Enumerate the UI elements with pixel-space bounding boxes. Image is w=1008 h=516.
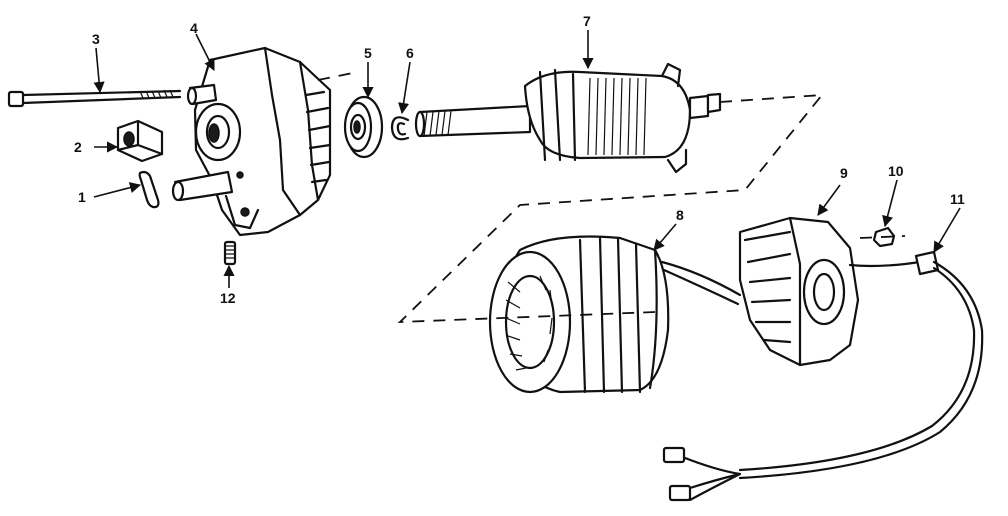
callout-11: 11 xyxy=(950,191,965,207)
stator-part xyxy=(488,235,742,394)
nut-part xyxy=(116,119,164,163)
callout-5: 5 xyxy=(364,45,372,61)
rear-housing-part xyxy=(738,216,922,367)
callout-labels: 3 4 5 6 7 2 1 12 8 9 10 11 xyxy=(74,13,965,306)
key-part xyxy=(138,170,160,209)
leader-lines xyxy=(93,30,961,288)
through-bolt-part xyxy=(7,89,182,108)
callout-8: 8 xyxy=(676,207,684,223)
rotor-part xyxy=(414,62,722,174)
callout-10: 10 xyxy=(888,163,904,179)
stud-part xyxy=(223,240,237,266)
assembly-guides xyxy=(317,71,906,323)
callout-1: 1 xyxy=(78,189,86,205)
front-housing-part xyxy=(171,46,332,237)
callout-4: 4 xyxy=(190,20,198,36)
callout-7: 7 xyxy=(583,13,591,29)
callout-6: 6 xyxy=(406,45,414,61)
callout-3: 3 xyxy=(92,31,100,47)
snap-ring-part xyxy=(390,116,410,141)
callout-2: 2 xyxy=(74,139,82,155)
wire-harness-part xyxy=(662,250,984,502)
callout-12: 12 xyxy=(220,290,236,306)
bearing-part xyxy=(343,95,384,159)
callout-9: 9 xyxy=(840,165,848,181)
